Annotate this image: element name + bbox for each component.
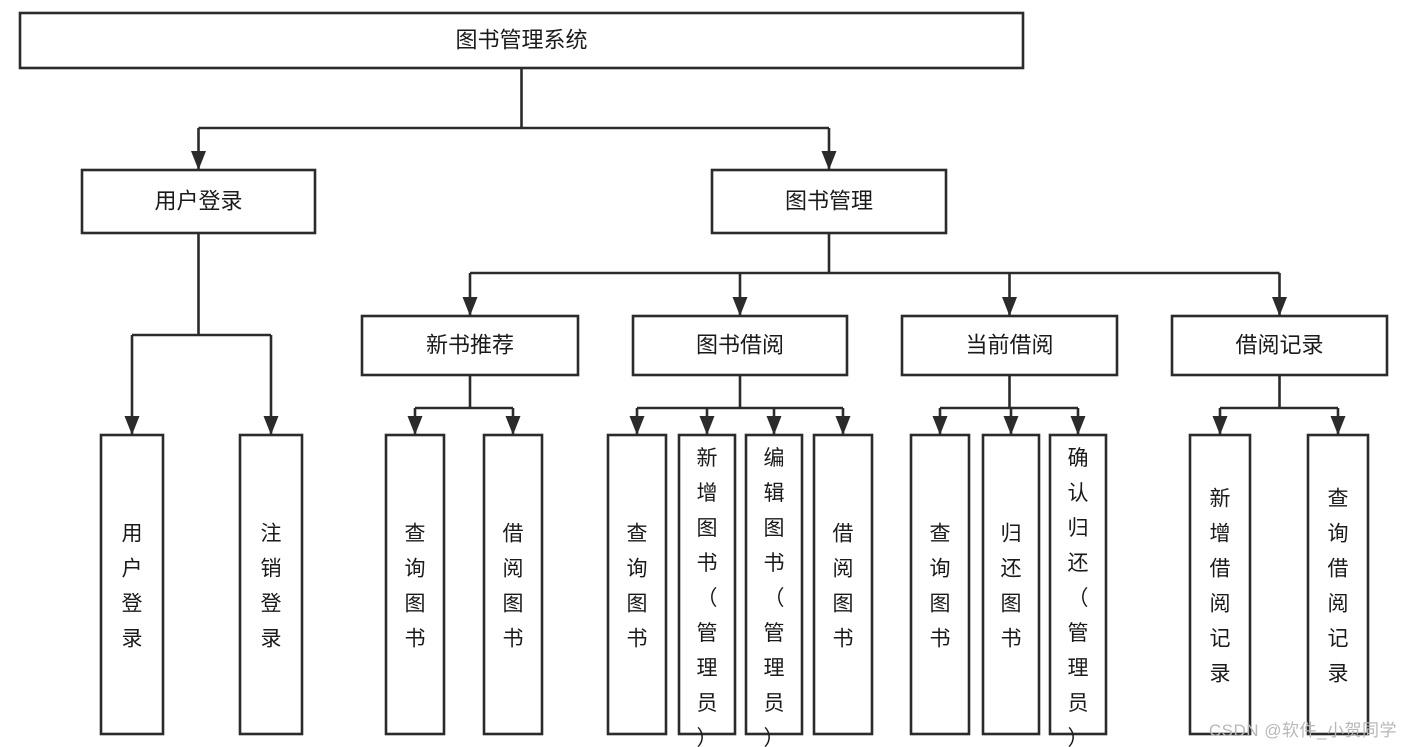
leaf-add-record-label: 新增借阅记录 — [1210, 488, 1231, 686]
leaf-query-book-current[interactable]: 查询图书 — [909, 433, 971, 736]
node-book-management[interactable]: 图书管理 — [710, 168, 948, 235]
node-user-login-box — [80, 168, 317, 235]
leaf-query-record-label: 查询借阅记录 — [1328, 488, 1349, 686]
node-book-management-label: 图书管理 — [785, 188, 873, 213]
bookborrow-to-leaves-arrow-1 — [699, 416, 715, 435]
leaf-user-login[interactable]: 用户登录 — [99, 433, 165, 736]
connectors-layer — [124, 68, 1346, 435]
node-current-borrow-label: 当前借阅 — [965, 332, 1053, 357]
node-new-book-recommend-label: 新书推荐 — [426, 332, 514, 357]
node-book-management-box — [710, 168, 948, 235]
userlogin-to-leaves-arrow-1 — [263, 416, 279, 435]
leaf-borrow-book-rec[interactable]: 借阅图书 — [482, 433, 544, 736]
root-to-level2-arrow-0 — [191, 151, 206, 170]
leaf-return-book[interactable]: 归还图书 — [981, 433, 1041, 736]
bookmanage-to-level3-arrow-3 — [1272, 297, 1287, 316]
node-root-system[interactable]: 图书管理系统 — [18, 11, 1025, 70]
leaf-borrow-book[interactable]: 借阅图书 — [812, 433, 874, 736]
leaf-return-book-label: 归还图书 — [1001, 523, 1022, 651]
leaf-query-book-borrow-label: 查询图书 — [627, 523, 648, 651]
node-book-borrow-box — [631, 314, 849, 377]
leaf-user-login-box — [99, 433, 165, 736]
leaf-logout-box — [238, 433, 304, 736]
root-to-level2-arrow-1 — [821, 151, 837, 170]
userlogin-to-leaves-arrow-0 — [124, 416, 140, 435]
node-user-login[interactable]: 用户登录 — [80, 168, 317, 235]
leaf-borrow-book-box — [812, 433, 874, 736]
node-book-borrow-label: 图书借阅 — [696, 332, 784, 357]
node-borrow-record-box — [1170, 314, 1389, 377]
node-borrow-record-label: 借阅记录 — [1235, 332, 1323, 357]
watermark-text: CSDN @软件_小贺同学 — [1208, 721, 1397, 740]
leaf-borrow-book-label: 借阅图书 — [833, 523, 854, 651]
node-new-book-recommend-box — [360, 314, 580, 377]
node-book-borrow[interactable]: 图书借阅 — [631, 314, 849, 377]
borrowrecord-to-leaves-arrow-0 — [1212, 416, 1228, 435]
borrowrecord-to-leaves-arrow-1 — [1330, 416, 1346, 435]
leaf-confirm-return-label: 确认归还（管理员） — [1068, 447, 1089, 747]
currentborrow-to-leaves-arrow-1 — [1003, 416, 1019, 435]
node-root-system-box — [18, 11, 1025, 70]
currentborrow-to-leaves-arrow-2 — [1070, 416, 1086, 435]
bookborrow-to-leaves-arrow-0 — [629, 416, 645, 435]
bookborrow-to-leaves-arrow-3 — [835, 416, 851, 435]
node-new-book-recommend[interactable]: 新书推荐 — [360, 314, 580, 377]
leaf-borrow-book-rec-box — [482, 433, 544, 736]
leaf-query-book-rec[interactable]: 查询图书 — [384, 433, 446, 736]
bookborrow-to-leaves-arrow-2 — [766, 416, 782, 435]
bookmanage-to-level3-arrow-1 — [732, 297, 748, 316]
leaf-query-book-current-box — [909, 433, 971, 736]
leaf-add-book-box — [677, 433, 737, 736]
leaf-query-record-box — [1306, 433, 1370, 736]
node-user-login-label: 用户登录 — [154, 188, 242, 213]
leaf-return-book-box — [981, 433, 1041, 736]
currentborrow-to-leaves-arrow-0 — [932, 416, 948, 435]
node-root-system-label: 图书管理系统 — [455, 27, 587, 52]
leaf-logout-label: 注销登录 — [261, 523, 282, 651]
node-borrow-record[interactable]: 借阅记录 — [1170, 314, 1389, 377]
bookmanage-to-level3-arrow-0 — [462, 297, 478, 316]
node-current-borrow-box — [900, 314, 1119, 377]
leaf-logout[interactable]: 注销登录 — [238, 433, 304, 736]
leaf-query-book-borrow[interactable]: 查询图书 — [606, 433, 668, 736]
newbook-to-leaves-arrow-0 — [407, 416, 423, 435]
leaf-edit-book[interactable]: 编辑图书（管理员） — [744, 433, 804, 747]
node-current-borrow[interactable]: 当前借阅 — [900, 314, 1119, 377]
leaf-query-book-rec-label: 查询图书 — [405, 523, 426, 651]
leaf-query-book-current-label: 查询图书 — [930, 523, 951, 651]
leaf-add-record[interactable]: 新增借阅记录 — [1188, 433, 1252, 736]
newbook-to-leaves-arrow-1 — [505, 416, 521, 435]
leaf-edit-book-box — [744, 433, 804, 736]
leaf-confirm-return[interactable]: 确认归还（管理员） — [1048, 433, 1108, 747]
leaf-query-record[interactable]: 查询借阅记录 — [1306, 433, 1370, 736]
leaf-add-book[interactable]: 新增图书（管理员） — [677, 433, 737, 747]
leaf-add-book-label: 新增图书（管理员） — [697, 447, 718, 747]
leaf-borrow-book-rec-label: 借阅图书 — [503, 523, 524, 651]
leaf-edit-book-label: 编辑图书（管理员） — [764, 447, 785, 747]
leaf-query-book-rec-box — [384, 433, 446, 736]
leaf-query-book-borrow-box — [606, 433, 668, 736]
bookmanage-to-level3-arrow-2 — [1002, 297, 1017, 316]
leaf-confirm-return-box — [1048, 433, 1108, 736]
boxes-layer: 图书管理系统用户登录图书管理新书推荐图书借阅当前借阅借阅记录用户登录注销登录查询… — [18, 11, 1389, 747]
leaf-user-login-label: 用户登录 — [122, 523, 143, 651]
leaf-add-record-box — [1188, 433, 1252, 736]
